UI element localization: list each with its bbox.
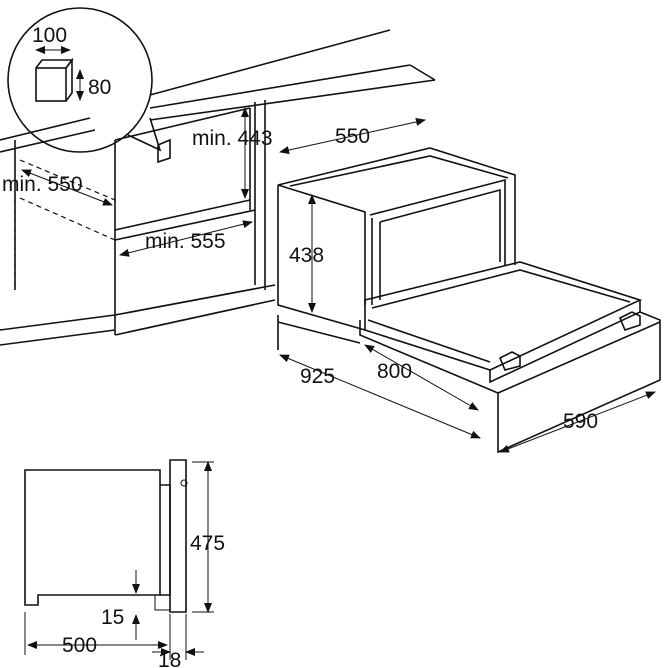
appliance-width-label: 550: [335, 125, 370, 148]
side-height-label: 475: [190, 532, 225, 555]
side-view: [24, 459, 188, 613]
drawer-open-total-label: 925: [300, 365, 335, 388]
cabinet-depth-label: min. 550: [2, 173, 83, 196]
niche-detail-width-label: 100: [32, 24, 67, 47]
side-depth-label: 500: [62, 634, 97, 657]
cabinet-height-label: min. 443: [192, 127, 273, 150]
cutout-detail-callout: [7, 7, 162, 153]
appliance-depth-label: 590: [563, 410, 598, 433]
warming-drawer: [277, 147, 661, 454]
side-gap-label: 15: [101, 606, 124, 629]
niche-detail-height-label: 80: [88, 76, 111, 99]
cabinet-width-label: min. 555: [145, 230, 226, 253]
front-thickness-label: 18: [158, 649, 181, 668]
drawer-travel-label: 800: [377, 360, 412, 383]
appliance-height-label: 438: [289, 244, 324, 267]
